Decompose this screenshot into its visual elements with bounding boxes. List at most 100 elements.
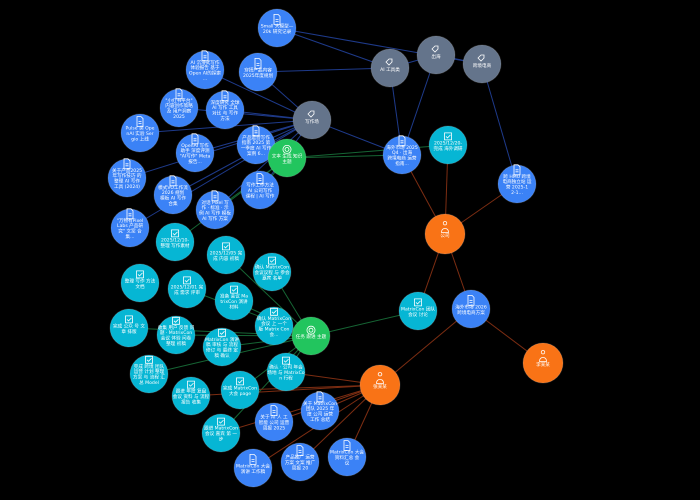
- document-icon: [467, 294, 475, 306]
- person-node[interactable]: 李某某: [522, 342, 564, 384]
- tag-node[interactable]: AI 工具类: [370, 48, 410, 88]
- node-circle[interactable]: [424, 213, 466, 255]
- node-circle[interactable]: [370, 48, 410, 88]
- node-circle[interactable]: [206, 235, 246, 275]
- node-circle[interactable]: [327, 437, 367, 477]
- edge-u2-t13: [239, 384, 381, 391]
- node-circle[interactable]: [156, 315, 196, 355]
- node-circle[interactable]: [238, 52, 278, 92]
- node-circle[interactable]: [428, 125, 468, 165]
- node-circle[interactable]: [416, 35, 456, 75]
- node-circle[interactable]: [120, 113, 160, 153]
- document-icon: [211, 190, 219, 202]
- node-circle[interactable]: [214, 281, 254, 321]
- node-circle[interactable]: [398, 291, 438, 331]
- node-circle[interactable]: [266, 352, 306, 392]
- tag-node[interactable]: 写作场: [292, 100, 332, 140]
- person-node[interactable]: 公司: [424, 213, 466, 255]
- node-circle[interactable]: [167, 269, 207, 309]
- node-label: 2025/12/01 完: [171, 283, 204, 290]
- node-circle[interactable]: [267, 138, 307, 178]
- task-node[interactable]: 2025/12/01 完成 需求 评审: [167, 269, 207, 309]
- task-node[interactable]: 完成 公众 号 文章 排版: [109, 308, 149, 348]
- tag-node[interactable]: 跨境电商: [462, 44, 502, 84]
- node-label: 例 AI 写作 模板: [199, 210, 231, 217]
- node-circle[interactable]: [257, 8, 297, 48]
- node-label: MatrixCon 大会: [330, 449, 364, 456]
- node-circle[interactable]: [254, 306, 294, 346]
- person-node[interactable]: 张某某: [359, 364, 401, 406]
- node-circle[interactable]: [254, 402, 294, 442]
- node-circle[interactable]: [220, 370, 260, 410]
- node-label: 准备 会议 Ma: [220, 293, 248, 300]
- node-circle[interactable]: [252, 252, 292, 292]
- node-circle[interactable]: [522, 342, 564, 384]
- task-node[interactable]: 2025/12/20-完成 海外调研: [428, 125, 468, 165]
- node-label: "小红书平台": [165, 97, 192, 104]
- document-icon: [296, 445, 304, 457]
- node-label: 深度研究 全球: [210, 99, 239, 106]
- node-circle[interactable]: [462, 44, 502, 84]
- task-node[interactable]: 2025/12/05 完成 内容 初稿: [206, 235, 246, 275]
- node-label: 会议 体验 问卷: [161, 335, 192, 342]
- topic-node[interactable]: 任务 跟进 主题: [291, 316, 331, 356]
- node-label: 产品运营写作: [242, 134, 270, 141]
- task-check-icon: [222, 242, 230, 251]
- node-circle[interactable]: [201, 413, 241, 453]
- node-circle[interactable]: [109, 308, 149, 348]
- node-circle[interactable]: [233, 448, 273, 488]
- node-circle[interactable]: [451, 289, 491, 329]
- task-check-icon: [282, 356, 290, 365]
- task-node[interactable]: 2025/12/10-整理 写作素材: [155, 222, 195, 262]
- node-circle[interactable]: [202, 327, 242, 367]
- node-circle[interactable]: [280, 442, 320, 482]
- node-circle[interactable]: [129, 354, 169, 394]
- doc-node[interactable]: Small 大模型—20k 研究记录: [257, 8, 297, 48]
- node-circle[interactable]: [155, 222, 195, 262]
- node-circle[interactable]: [120, 263, 160, 303]
- tag-node[interactable]: 出海: [416, 35, 456, 75]
- node-circle[interactable]: [171, 376, 211, 416]
- node-circle[interactable]: [291, 316, 331, 356]
- node-label: 收集 用户 反馈 问: [158, 324, 195, 331]
- node-circle[interactable]: [359, 364, 401, 406]
- node-label: gio 上线: [131, 135, 149, 142]
- node-circle[interactable]: [240, 170, 280, 210]
- node-circle[interactable]: [292, 100, 332, 140]
